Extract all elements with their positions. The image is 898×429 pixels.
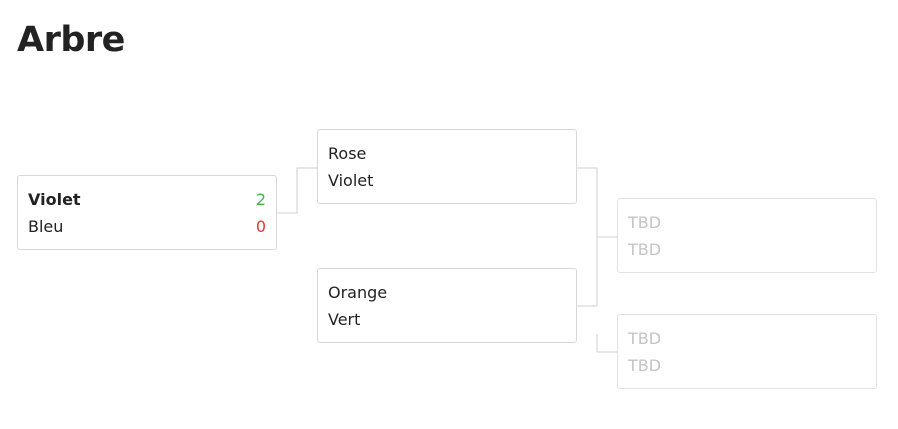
match-round2-2[interactable]: Orange Vert (317, 268, 577, 343)
page-title: Arbre (17, 20, 125, 60)
connector-line (577, 167, 598, 307)
match-team-row[interactable]: TBD (628, 325, 866, 352)
team-name: Violet (328, 171, 374, 190)
match-round1-1[interactable]: Violet 2 Bleu 0 (17, 175, 277, 250)
match-round3-2[interactable]: TBD TBD (617, 314, 877, 389)
match-team-row[interactable]: TBD (628, 209, 866, 236)
team-name: TBD (628, 329, 662, 348)
match-team-row[interactable]: Violet (328, 167, 566, 194)
team-name: TBD (628, 213, 662, 232)
match-team-row[interactable]: TBD (628, 236, 866, 263)
connector-line (277, 167, 317, 214)
team-score: 0 (255, 217, 266, 236)
match-team-row[interactable]: Violet 2 (28, 186, 266, 213)
team-name: TBD (628, 356, 662, 375)
team-score: 2 (255, 190, 266, 209)
match-team-row[interactable]: Vert (328, 306, 566, 333)
connector-line (596, 334, 617, 353)
team-name: Orange (328, 283, 388, 302)
team-name: Violet (28, 190, 81, 209)
match-team-row[interactable]: TBD (628, 352, 866, 379)
match-team-row[interactable]: Orange (328, 279, 566, 306)
team-name: Rose (328, 144, 367, 163)
match-round2-1[interactable]: Rose Violet (317, 129, 577, 204)
team-name: Vert (328, 310, 361, 329)
team-name: TBD (628, 240, 662, 259)
match-team-row[interactable]: Bleu 0 (28, 213, 266, 240)
match-team-row[interactable]: Rose (328, 140, 566, 167)
team-name: Bleu (28, 217, 64, 236)
match-round3-1[interactable]: TBD TBD (617, 198, 877, 273)
